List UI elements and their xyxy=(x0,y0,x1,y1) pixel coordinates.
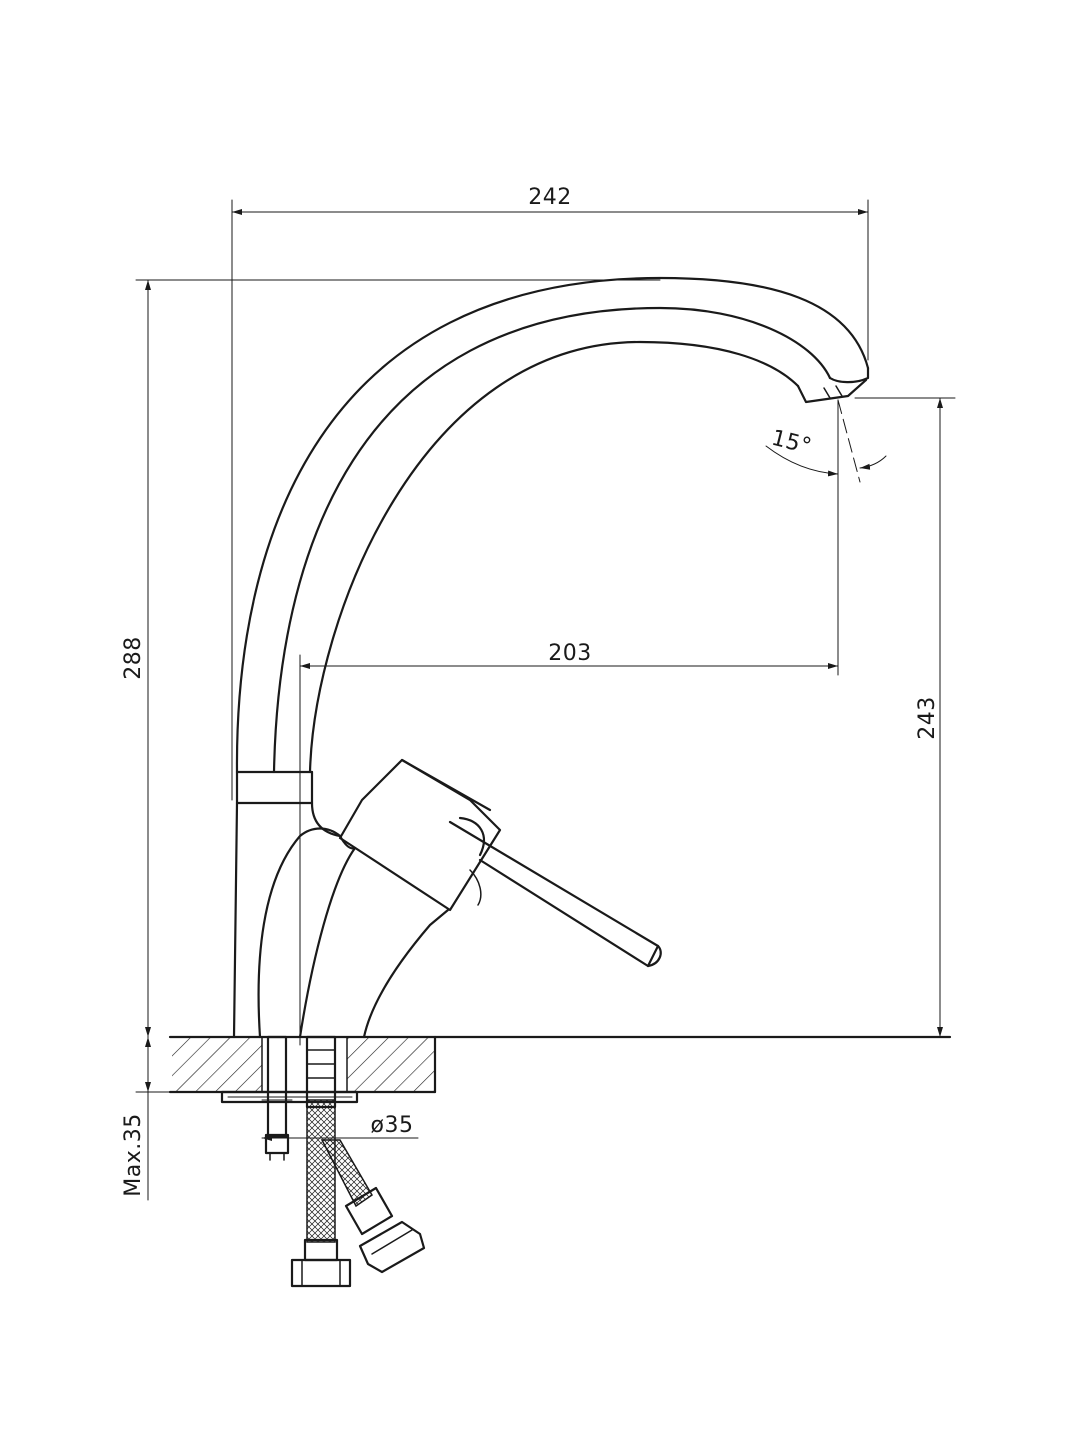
dimension-overall-width: 242 xyxy=(231,185,869,801)
dimension-overall-height: 288 xyxy=(121,279,661,1038)
flexible-hoses xyxy=(290,1099,426,1288)
spout-height-label: 243 xyxy=(915,696,940,740)
lever-handle xyxy=(338,758,662,968)
spray-angle-label: 15° xyxy=(769,426,814,460)
dimension-spout-reach: 203 xyxy=(299,399,839,1046)
dimension-spray-angle: 15° xyxy=(765,399,887,483)
overall-width-label: 242 xyxy=(528,185,572,210)
max-thickness-label: Max.35 xyxy=(121,1113,146,1196)
hole-diameter-label: ø35 xyxy=(371,1113,414,1138)
spout-reach-label: 203 xyxy=(548,641,592,666)
dimension-spout-height: 243 xyxy=(854,397,956,1038)
spout xyxy=(235,276,870,805)
dimension-max-thickness: Max.35 xyxy=(121,1036,171,1201)
dimension-hole-diameter: ø35 xyxy=(261,1113,419,1141)
overall-height-label: 288 xyxy=(121,636,146,680)
mounting-hardware xyxy=(220,1035,359,1161)
